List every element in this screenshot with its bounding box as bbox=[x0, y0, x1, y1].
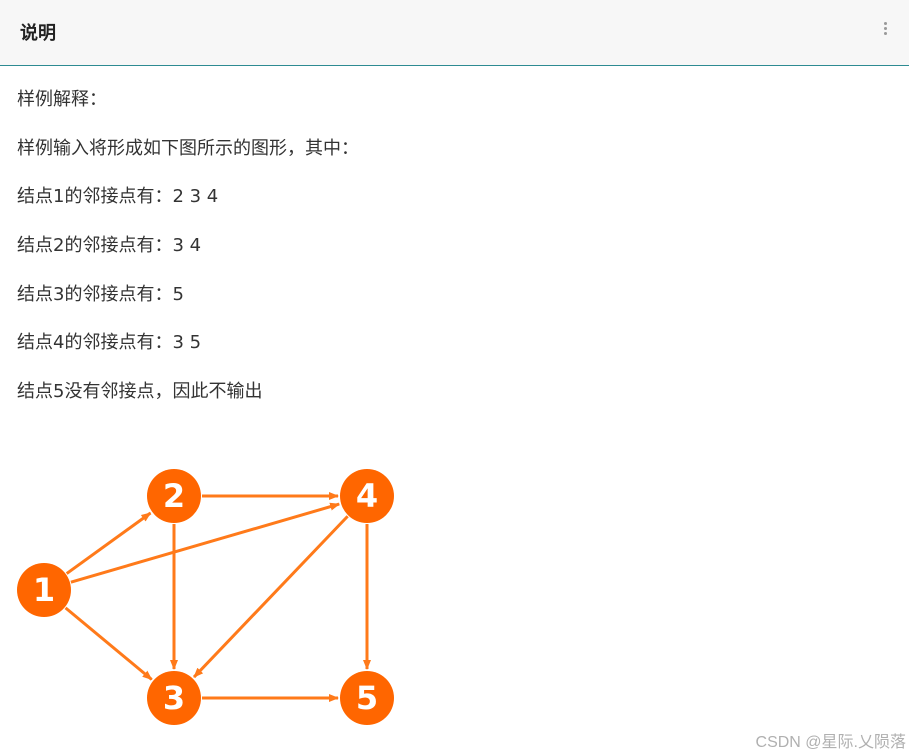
content-line: 结点2的邻接点有：3 4 bbox=[17, 235, 202, 256]
graph-node-1: 1 bbox=[17, 563, 71, 617]
node-label: 5 bbox=[356, 679, 378, 717]
more-options-icon[interactable] bbox=[878, 20, 892, 42]
panel-title: 说明 bbox=[20, 23, 56, 44]
graph-node-4: 4 bbox=[340, 469, 394, 523]
panel-header: 说明 bbox=[0, 0, 909, 66]
node-circle bbox=[340, 469, 394, 523]
edge-4-to-3 bbox=[192, 515, 349, 679]
node-circle bbox=[17, 563, 71, 617]
graph-node-5: 5 bbox=[340, 671, 394, 725]
node-label: 2 bbox=[163, 477, 185, 515]
watermark: CSDN @星际.乂陨落 bbox=[755, 734, 906, 751]
content-line: 结点5没有邻接点，因此不输出 bbox=[17, 381, 263, 402]
edge-1-to-2 bbox=[65, 511, 152, 575]
content-line: 结点4的邻接点有：3 5 bbox=[17, 332, 202, 353]
content-line: 结点3的邻接点有：5 bbox=[17, 284, 184, 305]
node-label: 1 bbox=[33, 571, 55, 609]
node-circle bbox=[340, 671, 394, 725]
edge-1-to-4 bbox=[70, 502, 341, 584]
content-line: 样例解释： bbox=[17, 89, 107, 110]
graph-node-2: 2 bbox=[147, 469, 201, 523]
graph-node-3: 3 bbox=[147, 671, 201, 725]
node-circle bbox=[147, 469, 201, 523]
edge-1-to-3 bbox=[64, 606, 153, 681]
node-label: 4 bbox=[356, 477, 378, 515]
content-line: 结点1的邻接点有：2 3 4 bbox=[17, 186, 219, 207]
graph-diagram: 1 2 3 4 5 bbox=[17, 469, 394, 725]
content-line: 样例输入将形成如下图所示的图形，其中： bbox=[17, 138, 359, 159]
node-label: 3 bbox=[163, 679, 185, 717]
node-circle bbox=[147, 671, 201, 725]
